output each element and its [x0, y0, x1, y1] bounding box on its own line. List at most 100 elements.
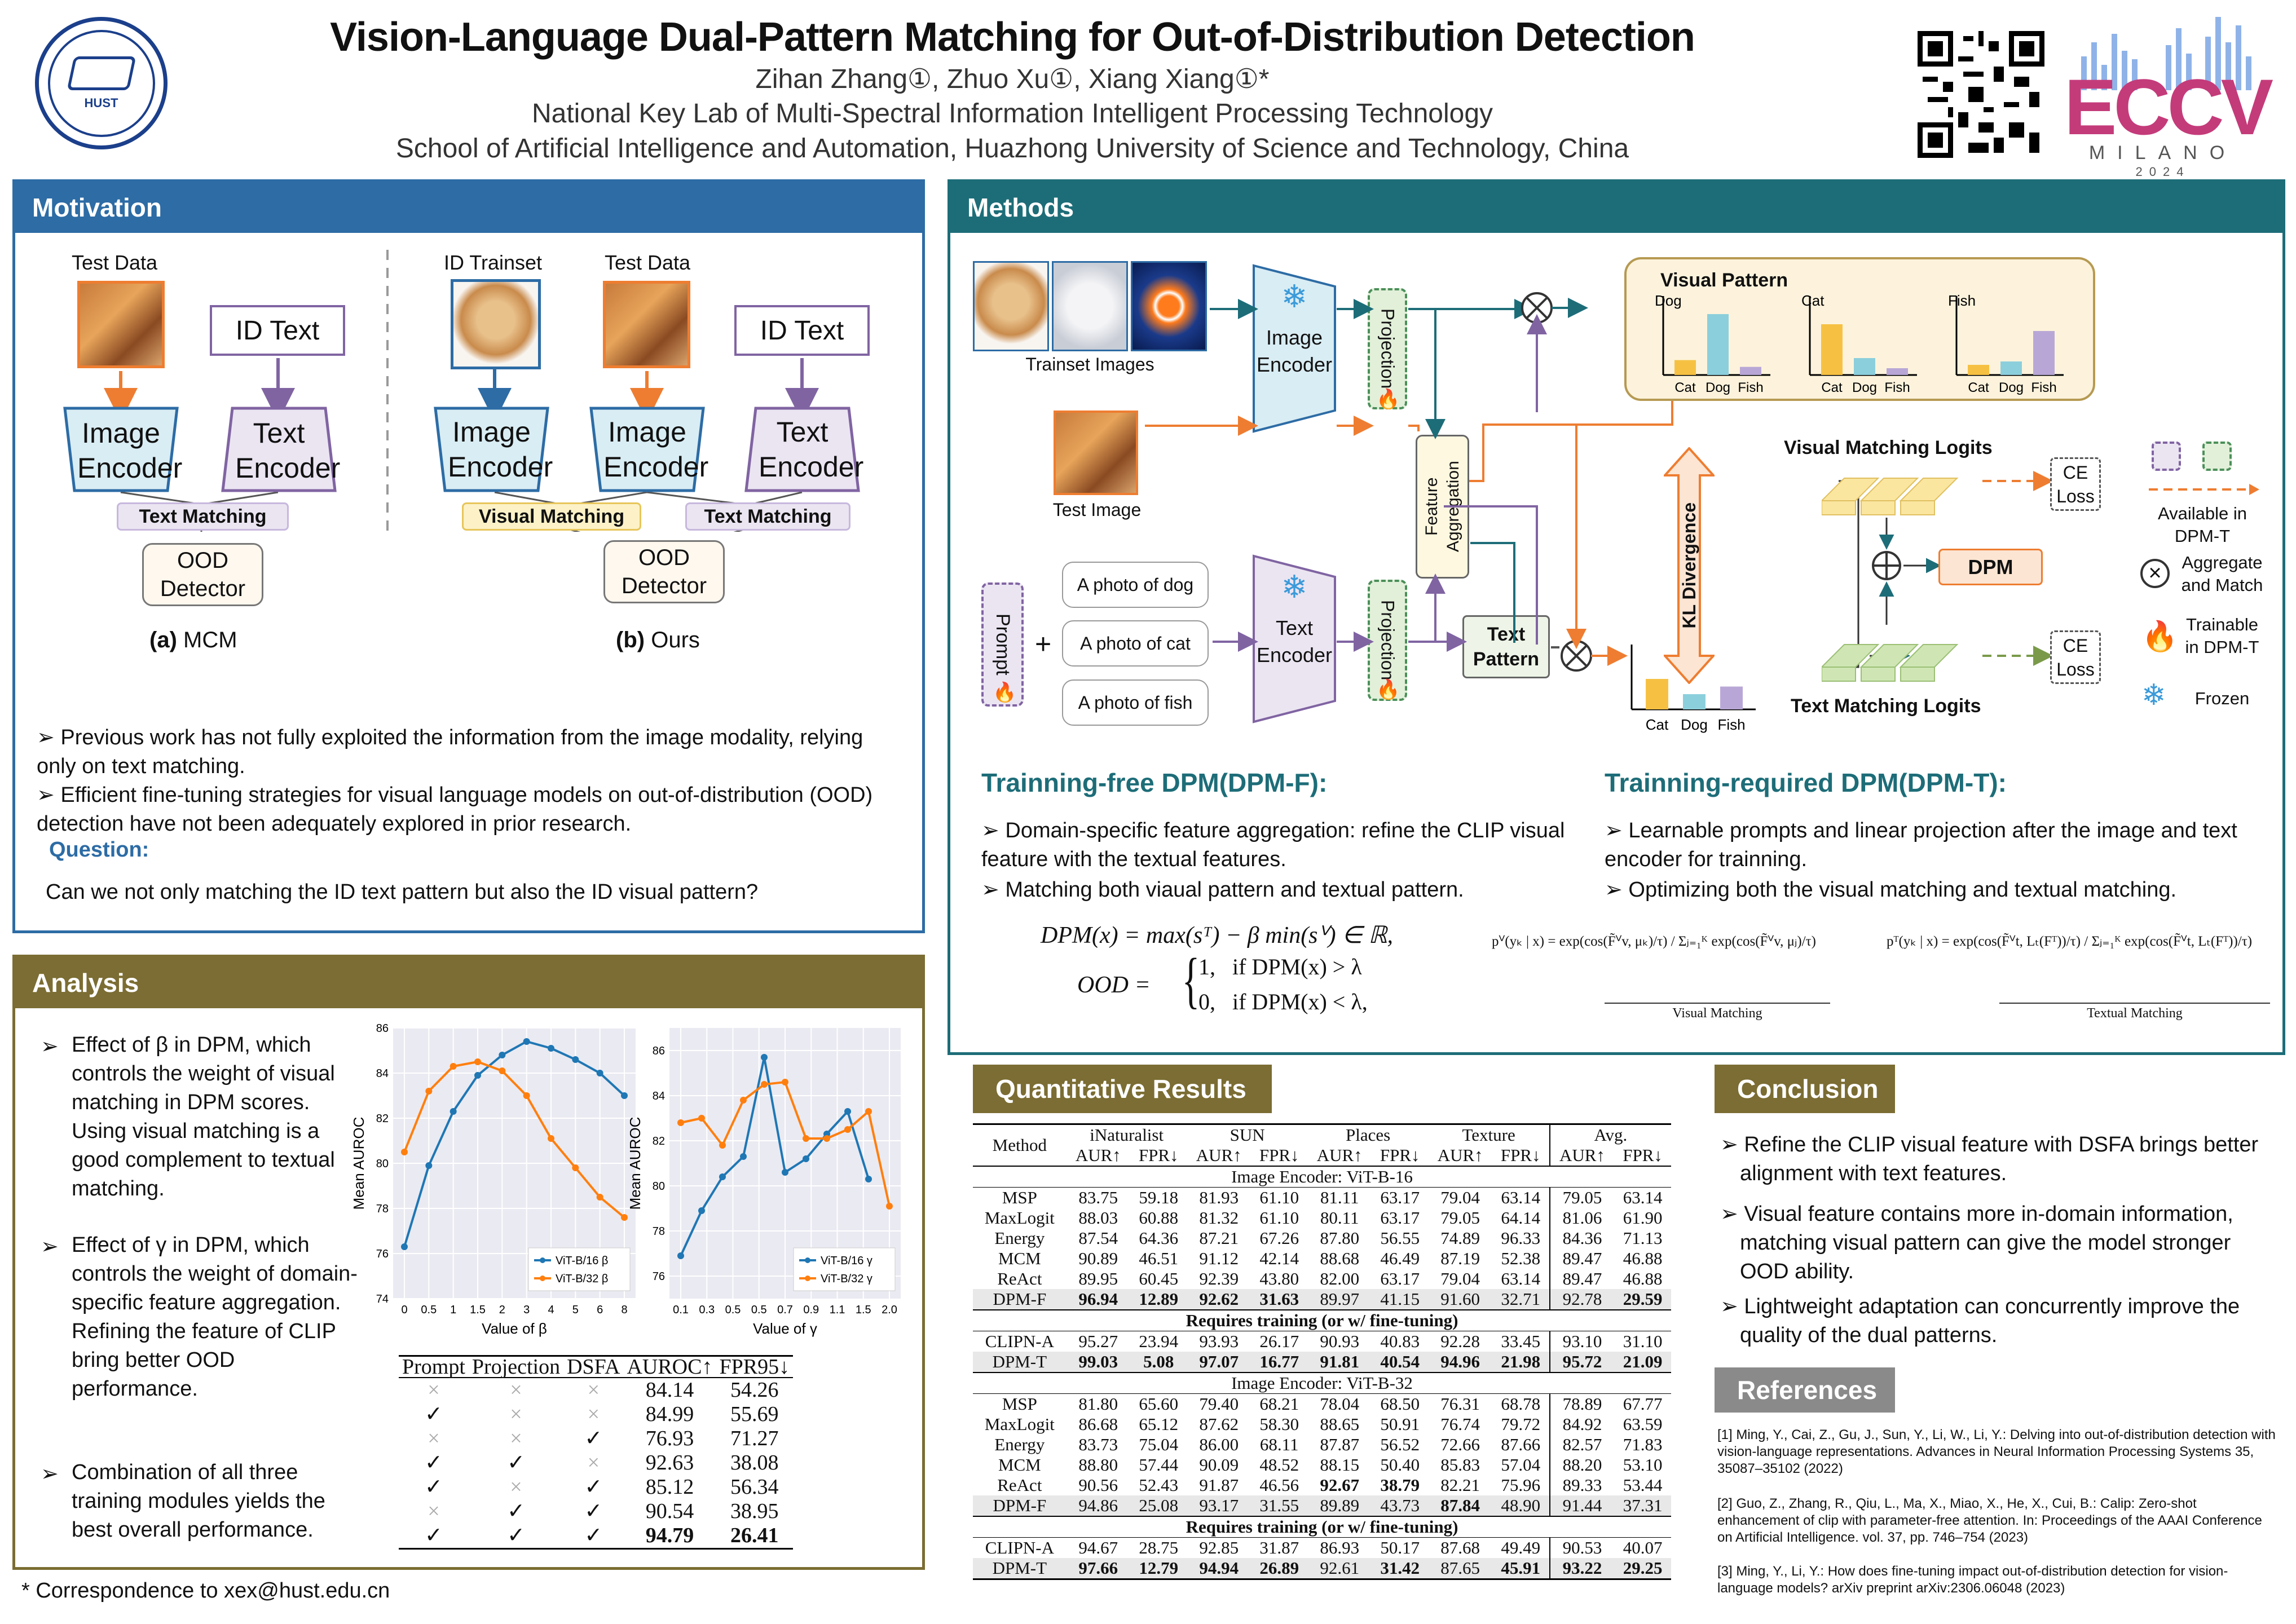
prompt-box: Prompt	[981, 582, 1024, 707]
results-cell: CLIPN-A	[985, 1538, 1054, 1557]
data-point	[449, 1108, 457, 1115]
x-tick-label: 8	[621, 1304, 627, 1316]
y-tick-label: 74	[376, 1293, 389, 1305]
flame-icon: 🔥	[2141, 620, 2178, 653]
test-data-label-b: Test Data	[605, 251, 691, 274]
results-cell: 25.08	[1139, 1495, 1179, 1515]
results-cell: 40.83	[1380, 1331, 1420, 1351]
results-cell: 29.25	[1623, 1558, 1663, 1578]
series-line	[403, 1040, 625, 1247]
results-cell: 89.33	[1562, 1475, 1602, 1495]
snowflake-icon: ❄	[2141, 679, 2166, 712]
legend-label: ViT-B/16 β	[556, 1255, 608, 1267]
results-cell: 42.14	[1259, 1248, 1299, 1268]
results-cell: MaxLogit	[984, 1208, 1055, 1228]
results-cell: Texture	[1428, 1124, 1550, 1145]
results-cell: 89.97	[1320, 1289, 1360, 1309]
y-axis-label: Mean AUROC	[354, 1117, 367, 1210]
visual-matching-b: Visual Matching	[462, 502, 641, 531]
results-cell: 88.68	[1320, 1248, 1360, 1268]
ablation-cell: ✓	[425, 1402, 443, 1426]
ood-equation-lhs: OOD =	[1077, 972, 1151, 998]
results-cell: 87.68	[1440, 1538, 1480, 1557]
results-cell: 86.68	[1078, 1414, 1118, 1434]
results-cell: 89.95	[1078, 1269, 1118, 1288]
pattern-cat-label: Dog	[1999, 380, 2024, 395]
x-tick-label: 0.5	[421, 1304, 437, 1316]
text-matching-b: Text Matching	[685, 502, 850, 531]
encoder-header: Image Encoder: ViT-B-16	[973, 1166, 1671, 1188]
results-cell: 56.52	[1380, 1435, 1420, 1454]
results-cell: 89.47	[1562, 1248, 1602, 1268]
methods-title: Methods	[950, 182, 2282, 233]
data-point	[572, 1164, 579, 1171]
results-cell: 99.03	[1078, 1352, 1118, 1371]
data-point	[782, 1169, 788, 1176]
dpm-f-title: Trainning-free DPM(DPM-F):	[981, 768, 1328, 797]
y-tick-label: 86	[653, 1045, 665, 1057]
data-point	[677, 1119, 684, 1126]
ablation-cell: 84.99	[645, 1402, 694, 1426]
dpm-f-bullet-2: ➢ Matching both viaual pattern and textu…	[981, 878, 1464, 902]
data-point	[548, 1045, 554, 1052]
train-cat-image	[1052, 261, 1128, 351]
motivation-title: Motivation	[15, 182, 922, 233]
ablation-cell: ✓	[507, 1499, 525, 1523]
qr-code[interactable]	[1918, 31, 2044, 158]
methods-panel: Methods Trainset Images Test Image ❄ Ima…	[948, 179, 2285, 1055]
flame-icon: 🔥	[1376, 679, 1400, 700]
encoder-header: Image Encoder: ViT-B-32	[973, 1373, 1671, 1394]
dpm-f-bullet-1: ➢ Domain-specific feature aggregation: r…	[981, 819, 1565, 871]
results-cell: 71.13	[1623, 1228, 1663, 1248]
methods-text-encoder: Text Encoder	[1256, 616, 1333, 667]
results-cell: 52.38	[1492, 1248, 1550, 1269]
y-tick-label: 80	[653, 1180, 665, 1193]
results-cell: 88.65	[1320, 1414, 1360, 1434]
kl-divergence-arrow	[1664, 447, 1715, 684]
results-cell: 67.26	[1259, 1228, 1299, 1248]
data-point	[782, 1079, 788, 1085]
question-label: Question:	[49, 838, 149, 862]
data-point	[401, 1243, 408, 1250]
results-cell: 94.94	[1199, 1558, 1239, 1578]
series-line	[403, 1060, 625, 1219]
pattern-bar	[1968, 365, 1989, 375]
legend-label: ViT-B/32 β	[556, 1273, 608, 1285]
id-trainset-label: ID Trainset	[444, 251, 543, 274]
data-point	[740, 1153, 747, 1160]
pattern-cat-label: Fish	[1884, 380, 1910, 395]
visual-matching-caption: Visual Matching	[1605, 1003, 1830, 1021]
results-cell: 75.04	[1139, 1435, 1179, 1454]
data-point	[719, 1173, 726, 1180]
results-cell: 88.03	[1078, 1208, 1118, 1228]
results-cell: 87.84	[1440, 1495, 1480, 1515]
results-cell: 40.07	[1623, 1538, 1663, 1557]
results-cell: 91.60	[1440, 1289, 1480, 1309]
results-cell: 63.17	[1380, 1269, 1420, 1288]
results-cell: 79.04	[1440, 1188, 1480, 1207]
results-cell: 84.36	[1562, 1228, 1602, 1248]
ablation-cell: ×	[510, 1402, 522, 1426]
text-matching-logits-label: Text Matching Logits	[1791, 695, 1981, 717]
legend-aggregate: Aggregate and Match	[2181, 553, 2263, 595]
conclusion-bullet-1: ➢ Refine the CLIP visual feature with DS…	[1720, 1133, 2259, 1185]
text-pattern-bar	[1683, 694, 1706, 709]
snowflake-icon: ❄	[1281, 279, 1308, 314]
results-cell: 32.71	[1492, 1289, 1550, 1310]
flame-icon: 🔥	[1376, 389, 1400, 410]
ablation-cell: 38.95	[730, 1499, 779, 1523]
results-cell: 60.45	[1139, 1269, 1179, 1288]
y-tick-label: 78	[376, 1203, 389, 1215]
x-tick-label: 0.3	[699, 1304, 715, 1316]
methods-image-encoder: Image Encoder	[1256, 326, 1333, 376]
legend-label: ViT-B/32 γ	[821, 1273, 872, 1285]
visual-logits-blocks	[1822, 478, 1959, 515]
results-cell: 53.44	[1623, 1475, 1663, 1495]
results-cell: CLIPN-A	[985, 1331, 1054, 1351]
results-cell: SUN	[1229, 1125, 1265, 1145]
image-encoder-b2: Image Encoder	[603, 416, 709, 483]
results-cell: DPM-F	[993, 1289, 1047, 1309]
